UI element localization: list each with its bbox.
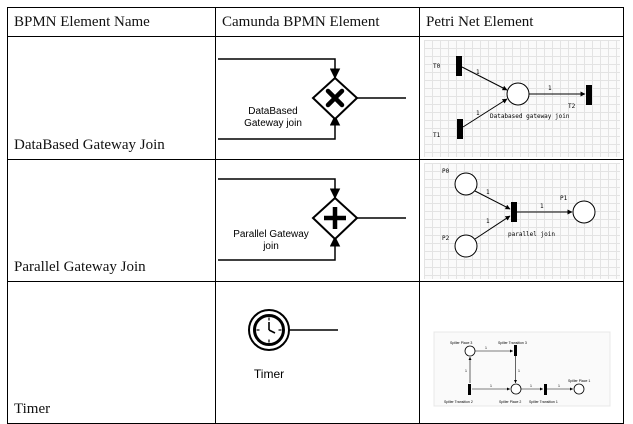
merge-place: [506, 82, 530, 106]
petri-cell: T0 T1 T2 1 1 1 Databased gateway join: [419, 36, 624, 160]
table-row: Timer Timer: [7, 281, 624, 424]
row-name: Parallel Gateway Join: [14, 259, 146, 275]
spiller-place-2: [510, 383, 522, 395]
header-row: BPMN Element Name Camunda BPMN Element P…: [7, 7, 624, 37]
camunda-cell: Parallel Gateway join: [215, 159, 420, 282]
svg-text:1: 1: [476, 69, 480, 76]
label-t0: T0: [433, 63, 441, 70]
gateway-label-line2: Gateway join: [244, 118, 302, 129]
row-name-cell: DataBased Gateway Join: [7, 36, 216, 160]
table-row: Parallel Gateway Join Parallel Gateway j…: [7, 159, 624, 282]
parallel-gateway-diagram: Parallel Gateway join: [218, 178, 406, 261]
svg-text:1: 1: [476, 110, 480, 117]
svg-text:1: 1: [558, 384, 560, 388]
gateway-label-line1: Parallel Gateway: [233, 229, 309, 240]
table-row: DataBased Gateway Join: [7, 36, 624, 160]
incoming-flow-bottom: [218, 235, 341, 261]
join-transition: [511, 202, 517, 222]
label-t1: T1: [433, 132, 441, 139]
svg-text:1: 1: [548, 85, 552, 92]
place-t0: [456, 56, 462, 76]
svg-text:Spiller Place 2: Spiller Place 2: [499, 400, 521, 404]
svg-text:1: 1: [490, 384, 492, 388]
svg-text:Spiller Transition 1: Spiller Transition 1: [529, 400, 558, 404]
petri-cell: Spiller Place 3 Spiller Transition 3 Spi…: [419, 281, 624, 424]
petri-net-databased: T0 T1 T2 1 1 1 Databased gateway join: [433, 56, 592, 139]
header-petri: Petri Net Element: [419, 7, 624, 37]
svg-text:1: 1: [485, 346, 487, 350]
petri-caption: parallel join: [508, 231, 555, 238]
svg-text:1: 1: [540, 203, 544, 210]
svg-text:Spiller Place 3: Spiller Place 3: [450, 341, 472, 345]
place-t1: [457, 119, 463, 139]
spiller-transition-3: [514, 345, 517, 356]
row-name-cell: Timer: [7, 281, 216, 424]
svg-text:Spiller Transition 2: Spiller Transition 2: [444, 400, 473, 404]
label-t2: T2: [568, 103, 576, 110]
spiller-place-3: [464, 345, 476, 357]
row-name: Timer: [14, 401, 51, 417]
exclusive-gateway-x-icon: [311, 76, 359, 121]
svg-text:1: 1: [486, 218, 490, 225]
spiller-transition-1: [544, 384, 547, 395]
spiller-transition-2: [468, 384, 471, 395]
header-bpmn-name: BPMN Element Name: [7, 7, 216, 37]
databased-gateway-diagram: DataBased Gateway join: [218, 58, 406, 140]
incoming-flow-bottom: [218, 114, 341, 140]
petri-net-timer: Spiller Place 3 Spiller Transition 3 Spi…: [433, 331, 611, 407]
label-p2: P2: [442, 235, 450, 242]
svg-text:1: 1: [465, 369, 467, 373]
gateway-label-line1: DataBased: [248, 106, 297, 117]
label-p0: P0: [442, 168, 450, 175]
place-p1: [572, 200, 596, 224]
gateway-label-line2: join: [262, 241, 279, 252]
row-name: DataBased Gateway Join: [14, 137, 165, 153]
camunda-cell: Timer: [215, 281, 420, 424]
camunda-cell: DataBased Gateway join: [215, 36, 420, 160]
svg-text:1: 1: [518, 369, 520, 373]
header-camunda: Camunda BPMN Element: [215, 7, 420, 37]
transition-t2: [586, 85, 592, 105]
comparison-table: BPMN Element Name Camunda BPMN Element P…: [7, 7, 624, 424]
row-name-cell: Parallel Gateway Join: [7, 159, 216, 282]
incoming-flow-top: [218, 178, 341, 200]
place-p2: [454, 234, 478, 258]
place-p0: [454, 172, 478, 196]
petri-cell: P0 P2 P1 1 1 1 parallel join: [419, 159, 624, 282]
timer-label: Timer: [254, 367, 284, 381]
parallel-gateway-plus-icon: [311, 196, 359, 241]
svg-text:Spiller Transition 3: Spiller Transition 3: [498, 341, 527, 345]
svg-text:1: 1: [486, 189, 490, 196]
clock-icon: [248, 309, 290, 351]
spiller-place-1: [573, 383, 585, 395]
svg-text:Spiller Place 1: Spiller Place 1: [568, 379, 590, 383]
svg-text:1: 1: [530, 384, 532, 388]
petri-caption: Databased gateway join: [490, 113, 570, 120]
incoming-flow-top: [218, 58, 341, 80]
petri-net-parallel: P0 P2 P1 1 1 1 parallel join: [442, 168, 596, 258]
timer-event-diagram: Timer: [248, 309, 338, 381]
label-p1: P1: [560, 195, 568, 202]
